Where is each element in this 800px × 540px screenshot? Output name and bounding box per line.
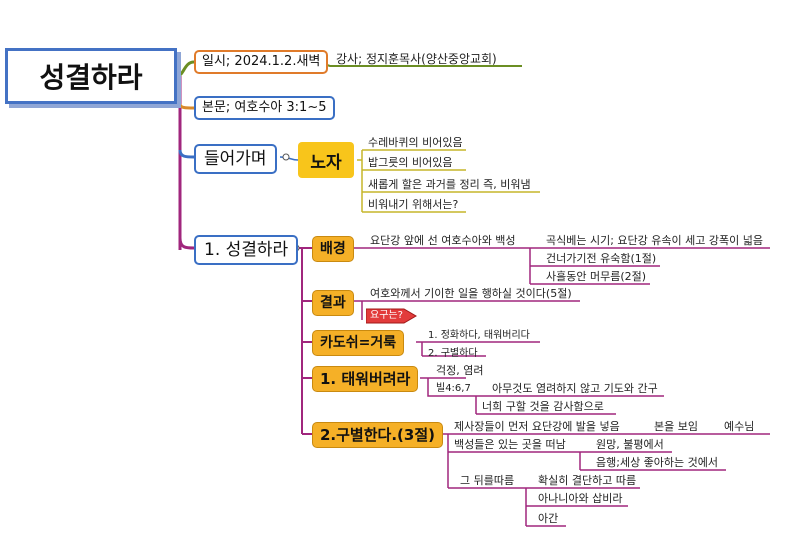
separate-leave[interactable]: 원망, 불평에서: [596, 438, 664, 451]
follow-item[interactable]: 확실히 결단하고 따름: [538, 474, 637, 487]
intro-item[interactable]: 새롭게 할은 과거를 정리 즉, 비워냄: [368, 178, 531, 191]
background-item[interactable]: 사흘동안 머무름(2절): [546, 270, 647, 283]
connector-root-section1: [178, 237, 195, 250]
connector-root-intro: [178, 149, 195, 159]
separate-jesus[interactable]: 예수님: [724, 420, 755, 433]
intro-item[interactable]: 비워내기 위해서는?: [368, 198, 459, 211]
section1-node[interactable]: 1. 성결하라: [194, 235, 299, 265]
background-item[interactable]: 곡식베는 시기; 요단강 유속이 세고 강폭이 넓음: [546, 234, 763, 247]
result-main[interactable]: 여호와께서 기이한 일을 행하실 것이다(5절): [370, 287, 572, 300]
separate-node[interactable]: 2.구별한다.(3절): [312, 422, 443, 448]
result-tag[interactable]: 요구는?: [370, 310, 403, 321]
burn-item[interactable]: 너희 구할 것을 감사함으로: [482, 400, 604, 413]
separate-people[interactable]: 백성들은 있는 곳을 떠남: [454, 438, 566, 451]
result-node[interactable]: 결과: [312, 290, 354, 316]
connector-section1-trunk: [292, 247, 303, 434]
intro-item[interactable]: 밥그릇의 비어있음: [368, 156, 453, 169]
kadosh-node[interactable]: 카도쉬=거룩: [312, 330, 405, 356]
connector-root-text: [178, 103, 195, 110]
background-main[interactable]: 요단강 앞에 선 여호수아와 백성: [370, 234, 516, 247]
burn-node[interactable]: 1. 태워버려라: [312, 366, 419, 392]
separate-follow[interactable]: 그 뒤를따름: [460, 474, 515, 487]
follow-item[interactable]: 아나니아와 삽비라: [538, 492, 623, 505]
root-topic[interactable]: 성결하라: [5, 48, 177, 104]
connector-intro-keyword: [279, 156, 299, 161]
date-node[interactable]: 일시; 2024.1.2.새벽: [194, 50, 329, 74]
intro-item[interactable]: 수레바퀴의 비어있음: [368, 136, 463, 149]
question-arrow-icon: [366, 308, 417, 324]
separate-priests[interactable]: 제사장들이 먼저 요단강에 발을 넣음: [454, 420, 620, 433]
burn-verse[interactable]: 빌4:6,7: [436, 383, 471, 394]
follow-item[interactable]: 아간: [538, 512, 559, 525]
intro-node[interactable]: 들어가며: [194, 144, 277, 174]
separate-ark[interactable]: 본을 보임: [654, 420, 698, 433]
connector-root-date: [176, 60, 195, 78]
separate-leave[interactable]: 음행;세상 좋아하는 것에서: [596, 456, 719, 469]
burn-item[interactable]: 아무것도 염려하지 않고 기도와 간구: [492, 382, 658, 395]
burn-item[interactable]: 걱정, 염려: [436, 364, 484, 377]
intro-keyword[interactable]: 노자: [298, 142, 354, 178]
connector-intro-items: [357, 150, 363, 212]
speaker-node[interactable]: 강사; 정지훈목사(양산중앙교회): [336, 52, 497, 66]
background-item[interactable]: 건너가기전 유숙함(1절): [546, 252, 657, 265]
kadosh-item[interactable]: 2. 구별하다: [428, 348, 478, 359]
text-node[interactable]: 본문; 여호수아 3:1~5: [194, 96, 335, 120]
background-node[interactable]: 배경: [312, 236, 354, 262]
kadosh-item[interactable]: 1. 정화하다, 태워버리다: [428, 330, 530, 341]
